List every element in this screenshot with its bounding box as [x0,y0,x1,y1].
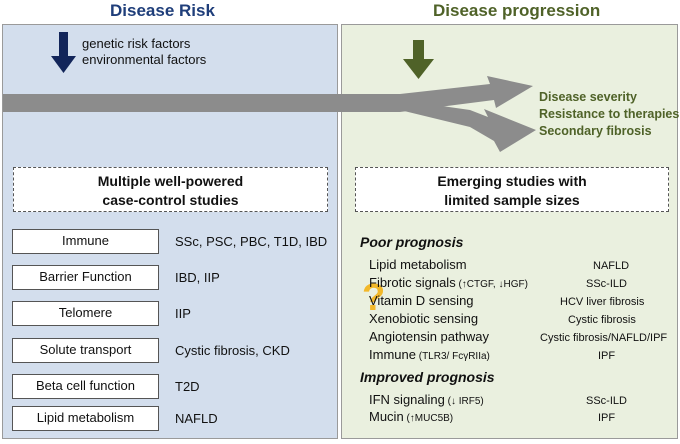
risk-factor-genetic: genetic risk factors [82,36,191,51]
poor-row-name: Immune (TLR3/ FcγRIIa) [369,346,490,366]
disease-progression-title: Disease progression [433,1,601,20]
improved-row-name: IFN signaling (↓ IRF5) [369,391,484,411]
category-beta-cell-function-diseases: T2D [175,379,200,394]
category-solute-transport: Solute transport [12,338,159,363]
category-immune: Immune [12,229,159,254]
case-control-line2: case-control studies [102,192,239,208]
disease-risk-title: Disease Risk [110,1,215,20]
improved-row-label: IFN signaling [369,392,445,407]
improved-row-note: (↑MUC5B) [403,413,454,424]
green-down-arrow-icon [403,40,434,79]
category-lipid-metabolism: Lipid metabolism [12,406,159,431]
improved-prognosis-title: Improved prognosis [360,369,495,385]
branch-arrow [400,100,536,152]
poor-row-name: Lipid metabolism [369,256,467,274]
category-telomere: Telomere [12,301,159,326]
improved-row-label: Mucin [369,409,404,424]
case-control-line1: Multiple well-powered [97,173,244,189]
category-solute-transport-diseases: Cystic fibrosis, CKD [175,343,290,358]
poor-row-value: Cystic fibrosis/NAFLD/IPF [540,332,668,344]
poor-row-value: Cystic fibrosis [568,314,636,326]
poor-row-value: IPF [598,350,616,362]
category-beta-cell-function: Beta cell function [12,374,159,399]
category-immune-diseases: SSc, PSC, PBC, T1D, IBD [175,234,328,249]
poor-prognosis-title: Poor prognosis [360,234,464,250]
improved-row-name: Mucin (↑MUC5B) [369,408,453,428]
poor-row-note: (TLR3/ FcγRIIa) [415,351,490,362]
poor-row-value: NAFLD [593,260,630,272]
risk-factor-environmental: environmental factors [82,52,207,67]
outcome-disease-severity: Disease severity [539,90,637,104]
poor-row-label: Angiotensin pathway [369,329,489,344]
main-progression-arrow [3,76,533,112]
poor-row-name: Xenobiotic sensing [369,310,478,328]
emerging-studies-line1: Emerging studies with [437,173,587,189]
improved-row-value: SSc-ILD [586,395,627,407]
improved-row-note: (↓ IRF5) [444,396,484,407]
category-telomere-diseases: IIP [175,306,191,321]
poor-row-name: Angiotensin pathway [369,328,489,346]
poor-row-value: HCV liver fibrosis [560,296,645,308]
emerging-studies-line2: limited sample sizes [444,192,580,208]
emerging-studies-box: Emerging studies with limited sample siz… [355,167,669,212]
poor-row-name: Fibrotic signals (↑CTGF, ↓HGF) [369,274,528,294]
category-barrier-function-diseases: IBD, IIP [175,270,220,285]
category-barrier-function: Barrier Function [12,265,159,290]
case-control-box: Multiple well-powered case-control studi… [13,167,328,212]
poor-row-label: Immune [369,347,416,362]
poor-row-name: Vitamin D sensing [369,292,474,310]
outcome-secondary-fibrosis: Secondary fibrosis [539,124,652,138]
improved-row-value: IPF [598,412,616,424]
poor-row-label: Lipid metabolism [369,257,467,272]
question-mark-icon: ? [362,277,386,319]
poor-row-label: Vitamin D sensing [369,293,474,308]
poor-row-note: (↑CTGF, ↓HGF) [455,279,528,290]
poor-row-value: SSc-ILD [586,278,627,290]
poor-row-label: Fibrotic signals [369,275,456,290]
blue-down-arrow-icon [51,32,76,73]
category-lipid-metabolism-diseases: NAFLD [175,411,218,426]
poor-row-label: Xenobiotic sensing [369,311,479,326]
outcome-resistance: Resistance to therapies [539,107,680,121]
